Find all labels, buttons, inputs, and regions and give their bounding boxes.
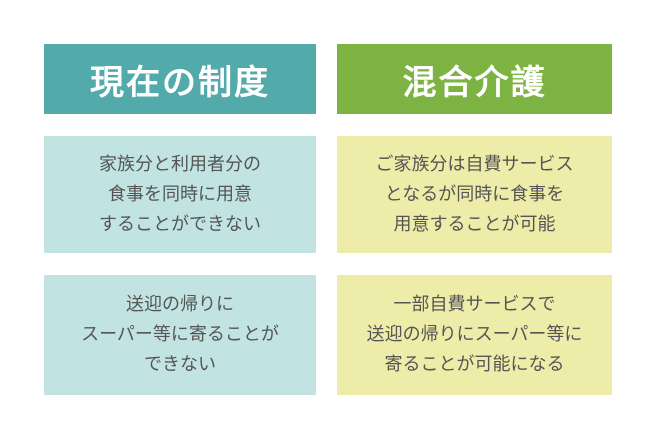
mixed-care-meal-box: ご家族分は自費サービス となるが同時に食事を 用意することが可能 [337, 136, 612, 253]
box-text-line: 家族分と利用者分の [99, 153, 261, 175]
current-system-errand-box: 送迎の帰りに スーパー等に寄ることが できない [44, 275, 316, 395]
current-system-header: 現在の制度 [44, 44, 316, 114]
box-text-line: となるが同時に食事を [384, 183, 565, 205]
box-text-line: 用意することが可能 [393, 213, 556, 235]
box-text-line: 送迎の帰りに [126, 294, 234, 315]
box-text-line: することができない [99, 213, 261, 235]
mixed-care-header: 混合介護 [337, 44, 612, 114]
box-text-line: スーパー等に寄ることが [81, 324, 279, 345]
box-text-line: 一部自費サービスで [393, 294, 556, 315]
box-text-line: 送迎の帰りにスーパー等に [366, 324, 583, 345]
box-text-line: 食事を同時に用意 [108, 183, 252, 205]
box-text-line: 寄ることが可能になる [384, 354, 565, 375]
box-text-line: ご家族分は自費サービス [375, 153, 574, 175]
box-text-line: できない [144, 354, 216, 375]
mixed-care-errand-box: 一部自費サービスで 送迎の帰りにスーパー等に 寄ることが可能になる [337, 275, 612, 395]
current-system-meal-box: 家族分と利用者分の 食事を同時に用意 することができない [44, 136, 316, 253]
